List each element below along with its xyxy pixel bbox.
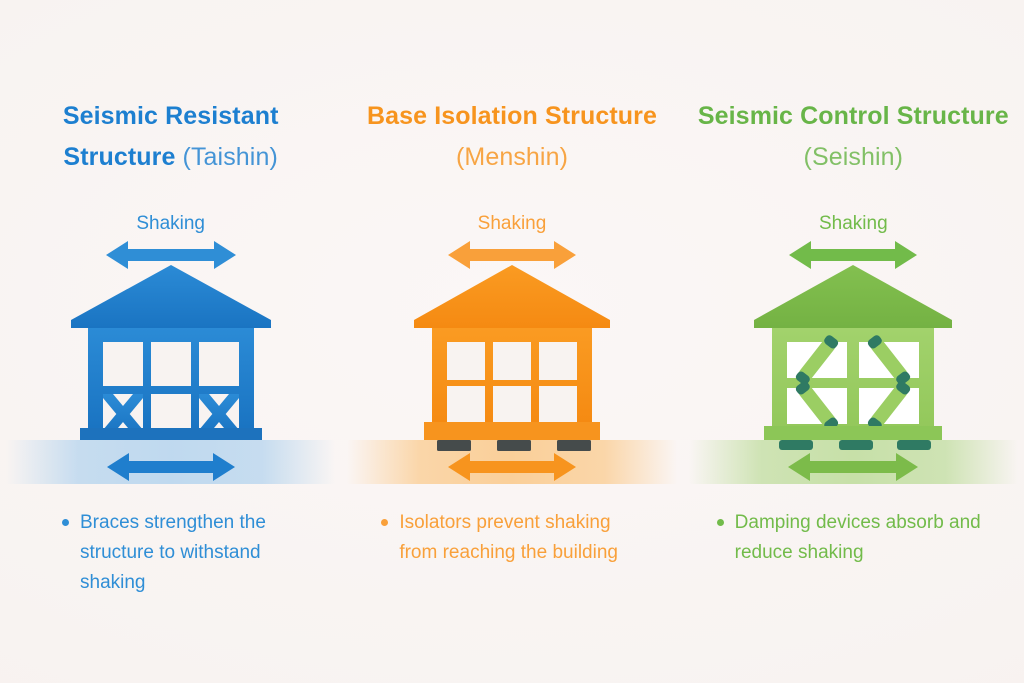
double-arrow-horizontal-icon-top-seishin xyxy=(789,238,918,277)
double-arrow-horizontal-icon-bottom-seishin xyxy=(788,450,919,489)
damped-building-icon-seishin xyxy=(747,262,959,457)
bullet-dot-icon-seishin xyxy=(716,519,724,526)
bullet-row-taishin: Braces strengthen the structure to withs… xyxy=(0,508,341,598)
shaking-label-taishin: Shaking xyxy=(136,213,205,234)
bullet-text-taishin: Braces strengthen the structure to withs… xyxy=(80,512,266,593)
heading-bold-menshin: Base Isolation Structure xyxy=(367,102,657,130)
bullet-dot-icon-menshin xyxy=(381,519,389,526)
structure-column-taishin: Seismic Resistant Structure (Taishin) Sh… xyxy=(0,0,341,683)
double-arrow-horizontal-icon-bottom-menshin xyxy=(447,450,576,489)
heading-light-seishin: (Seishin) xyxy=(803,143,904,171)
heading-light-menshin: (Menshin) xyxy=(455,143,569,171)
braced-building-icon-taishin xyxy=(66,262,276,453)
structure-column-seishin: Seismic Control Structure (Seishin) Shak… xyxy=(683,0,1024,683)
bullet-row-seishin: Damping devices absorb and reduce shakin… xyxy=(683,508,1024,568)
structure-column-menshin: Base Isolation Structure (Menshin) Shaki… xyxy=(341,0,682,683)
page-title-menshin: Base Isolation Structure (Menshin) xyxy=(341,96,682,178)
bullet-text-menshin: Isolators prevent shaking from reaching … xyxy=(399,512,618,563)
double-arrow-horizontal-icon-top-menshin xyxy=(447,238,576,277)
bullet-text-seishin: Damping devices absorb and reduce shakin… xyxy=(734,512,981,563)
heading-bold-taishin: Seismic Resistant Structure xyxy=(62,102,279,171)
double-arrow-horizontal-icon-top-taishin xyxy=(105,238,236,277)
heading-bold-seishin: Seismic Control Structure xyxy=(697,102,1009,130)
page-title-seishin: Seismic Control Structure (Seishin) xyxy=(683,96,1024,178)
bullet-dot-icon-taishin xyxy=(62,519,69,526)
page-title-taishin: Seismic Resistant Structure (Taishin) xyxy=(0,96,341,178)
double-arrow-horizontal-icon-bottom-taishin xyxy=(106,450,235,489)
base-isolated-building-icon-menshin xyxy=(407,262,617,457)
shaking-label-seishin: Shaking xyxy=(818,213,888,234)
bullet-row-menshin: Isolators prevent shaking from reaching … xyxy=(341,508,682,568)
heading-light-taishin: (Taishin) xyxy=(182,143,278,171)
shaking-label-menshin: Shaking xyxy=(477,213,547,234)
